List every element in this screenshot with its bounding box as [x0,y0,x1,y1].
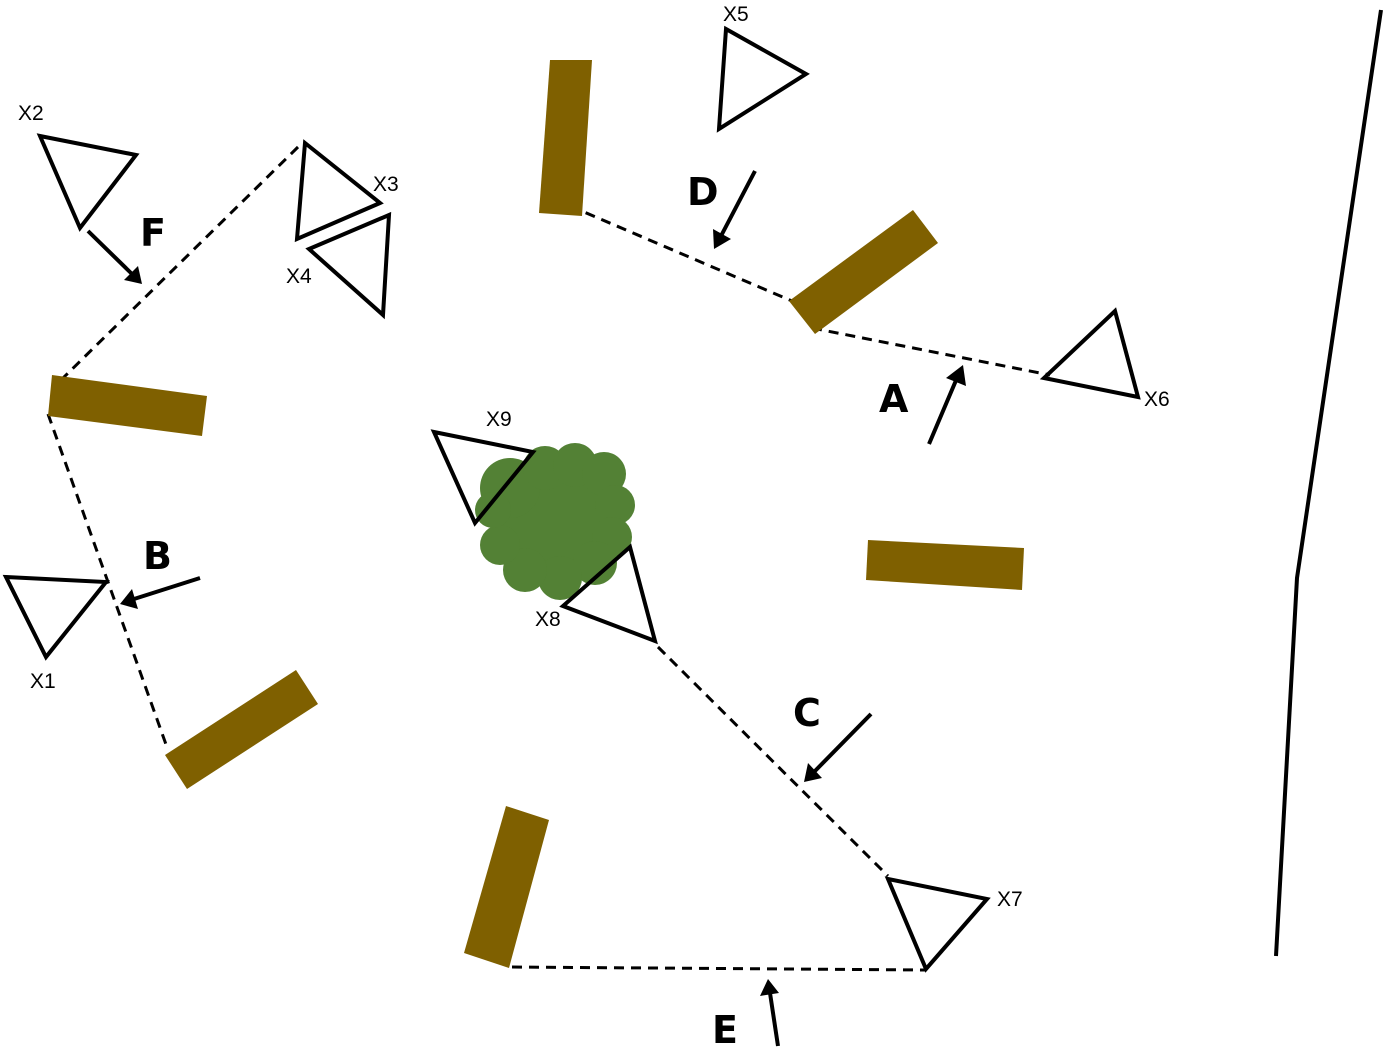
wall-bar [866,540,1024,590]
dashed-line-e [511,965,926,972]
arrow-icon-a [927,365,966,445]
boundary-line [1274,9,1383,957]
arrow-label-a: A [879,377,909,421]
triangle-marker-icon [2,574,111,661]
triangle-marker-icon [884,876,991,973]
arrow-labels: A B C D E F [140,170,909,1052]
wall-bar [48,375,207,436]
wall-bar [539,60,592,216]
wall-bar [789,210,938,334]
triangle-label-x2: X2 [18,102,44,125]
triangle-label-x8: X8 [535,608,561,631]
dashed-line-d [569,204,807,309]
dashed-line-a [811,326,1051,377]
arrow-label-e: E [712,1008,738,1052]
arrow-label-f: F [140,211,166,255]
arrow-label-c: C [793,691,821,735]
arrow-label-d: D [687,170,719,214]
triangle-labels: X1 X2 X3 X4 X5 X6 X7 X8 X9 [18,3,1170,911]
triangle-label-x3: X3 [373,173,399,196]
triangle-label-x4: X4 [286,265,312,288]
triangle-markers [2,25,1141,973]
triangle-label-x6: X6 [1144,388,1170,411]
arrow-icon-b [120,576,201,609]
arrow-icon-e [760,979,780,1047]
wall-bar [464,806,549,968]
arrow-label-b: B [143,534,172,578]
arrow-icon-d [713,170,757,249]
walls [48,60,1024,968]
dashed-line-f [58,145,300,383]
arrow-icon-c [804,712,873,782]
triangle-marker-icon [559,543,658,645]
arrows [86,170,966,1047]
triangle-label-x5: X5 [723,3,749,26]
arrow-icon-f [86,229,142,284]
triangle-label-x7: X7 [997,888,1023,911]
triangle-marker-icon [36,133,140,232]
triangle-marker-icon [716,25,810,133]
triangle-marker-icon [1039,307,1141,400]
dashed-line-c [656,645,890,878]
triangle-marker-icon [294,139,384,243]
triangle-label-x1: X1 [30,670,56,693]
triangle-marker-icon [430,429,537,527]
wall-bar [165,670,318,789]
triangle-marker-icon [305,211,392,320]
green-bush-icon [475,443,635,600]
triangle-label-x9: X9 [486,408,512,431]
